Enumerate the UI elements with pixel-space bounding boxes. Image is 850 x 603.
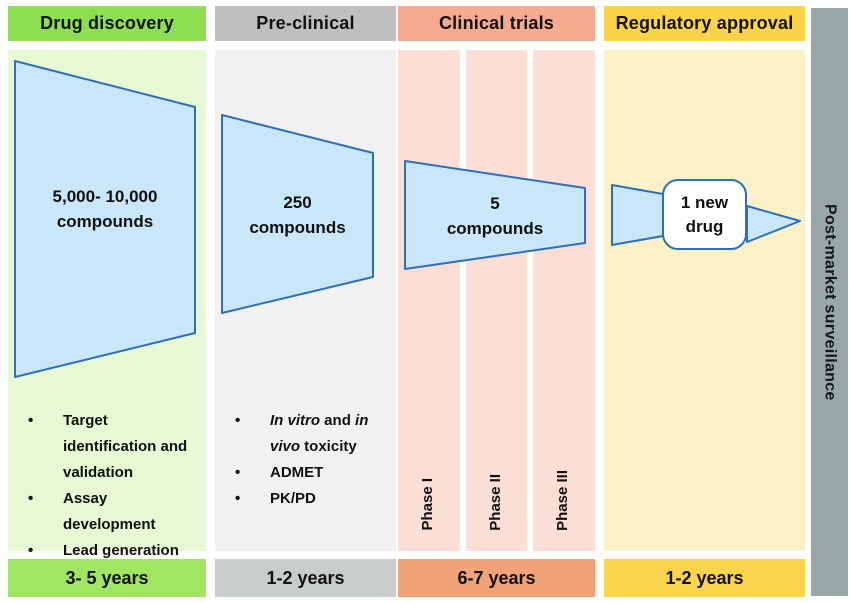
funnel-label-pre-clinical: 250 compounds xyxy=(222,190,373,240)
header-clinical-trials-label: Clinical trials xyxy=(438,13,555,33)
phase-column-1: Phase I xyxy=(398,50,460,551)
phase-column-3: Phase III xyxy=(533,50,596,551)
duration-clinical-trials: 6-7 years xyxy=(398,559,595,597)
column-regulatory-approval xyxy=(604,50,805,551)
phase-column-2: Phase II xyxy=(465,50,528,551)
compound-count-line2: compounds xyxy=(56,212,154,231)
compound-count-line1: 250 xyxy=(283,193,312,212)
phase-2-label: Phase II xyxy=(486,474,504,531)
header-clinical-trials: Clinical trials xyxy=(398,6,595,41)
phase-3-label: Phase III xyxy=(554,470,572,531)
compound-count-line2: compounds xyxy=(446,219,544,238)
new-drug-box: 1 new drug xyxy=(662,179,747,250)
post-market-surveillance-label: Post-market surveillance xyxy=(821,203,839,401)
header-drug-discovery-label: Drug discovery xyxy=(40,13,174,33)
duration-regulatory-approval: 1-2 years xyxy=(604,559,805,597)
post-market-surveillance-bar: Post-market surveillance xyxy=(811,8,848,596)
header-regulatory-approval: Regulatory approval xyxy=(604,6,805,41)
duration-pre-clinical-label: 1-2 years xyxy=(266,567,345,588)
bullet-item: ADMET xyxy=(221,460,388,486)
compound-count-line2: compounds xyxy=(249,218,346,237)
header-regulatory-approval-label: Regulatory approval xyxy=(615,13,794,33)
bullet-item: Lead generation xyxy=(14,538,198,564)
header-pre-clinical-label: Pre-clinical xyxy=(256,13,355,33)
header-drug-discovery: Drug discovery xyxy=(8,6,206,41)
header-pre-clinical: Pre-clinical xyxy=(215,6,396,41)
bullet-item: PK/PD xyxy=(221,486,388,512)
phase-1-label: Phase I xyxy=(418,478,436,531)
new-drug-line2: drug xyxy=(685,216,724,236)
duration-drug-discovery-label: 3- 5 years xyxy=(65,567,149,588)
new-drug-line1: 1 new xyxy=(680,192,729,212)
funnel-label-drug-discovery: 5,000- 10,000 compounds xyxy=(15,184,195,234)
duration-clinical-trials-label: 6-7 years xyxy=(457,567,536,588)
funnel-label-clinical-trials: 5 compounds xyxy=(405,191,585,241)
phase-columns: Phase I Phase II Phase III xyxy=(398,50,596,551)
column-clinical-trials: Phase I Phase II Phase III xyxy=(398,50,596,551)
compound-count-line1: 5 xyxy=(490,194,500,213)
compound-count-line1: 5,000- 10,000 xyxy=(52,187,158,206)
duration-drug-discovery: 3- 5 years xyxy=(8,559,206,597)
duration-pre-clinical: 1-2 years xyxy=(215,559,396,597)
duration-regulatory-approval-label: 1-2 years xyxy=(665,567,744,588)
